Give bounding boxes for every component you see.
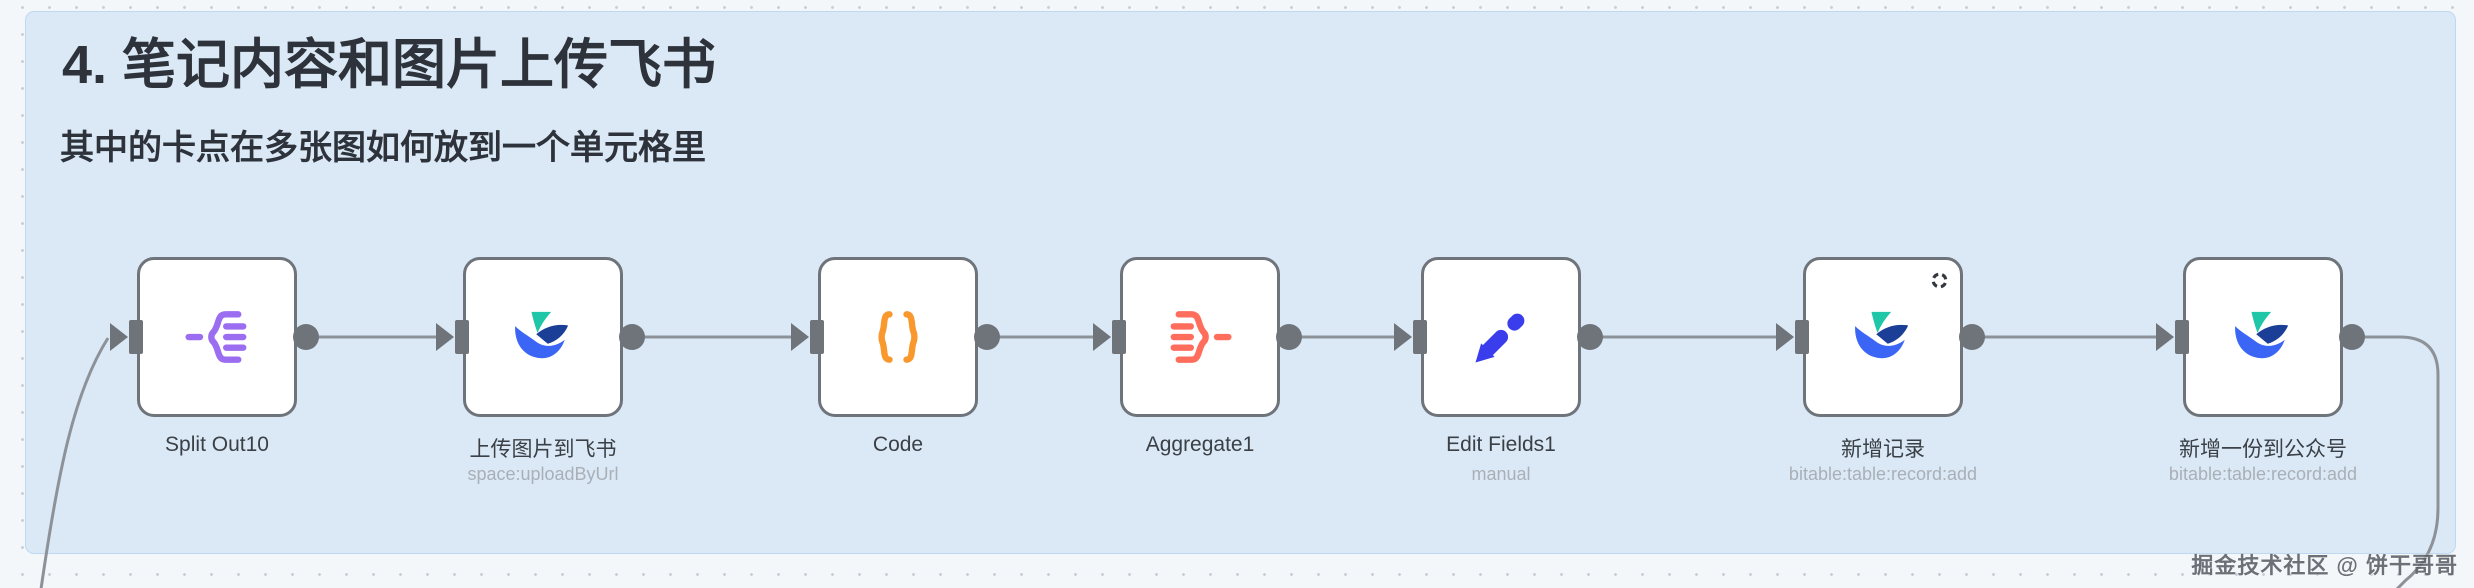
node-sublabel: manual — [1471, 464, 1531, 484]
code-braces-icon — [878, 311, 918, 363]
node-sublabel: space:uploadByUrl — [467, 464, 619, 484]
node-add-copy-to-gzh[interactable]: 新增一份到公众号 bitable:table:record:add — [2169, 257, 2357, 487]
node-box[interactable] — [137, 257, 297, 417]
node-box[interactable] — [463, 257, 623, 417]
node-box[interactable] — [1120, 257, 1280, 417]
node-split-out10[interactable]: Split Out10 — [137, 257, 297, 487]
lark-icon — [1855, 311, 1909, 359]
note-subtitle: 其中的卡点在多张图如何放到一个单元格里 — [60, 129, 706, 167]
node-label: 新增记录 — [1841, 438, 1925, 461]
node-label: Aggregate1 — [1145, 433, 1255, 456]
pencil-icon — [1475, 313, 1525, 363]
watermark: 掘金技术社区 @ 饼干哥哥 — [2191, 553, 2458, 578]
node-sublabel: bitable:table:record:add — [1788, 464, 1978, 484]
node-label: Code — [872, 433, 924, 456]
split-out-icon — [185, 311, 247, 363]
lark-icon — [2235, 311, 2289, 359]
node-box[interactable] — [1421, 257, 1581, 417]
lark-icon — [515, 311, 569, 359]
node-add-record[interactable]: 新增记录 bitable:table:record:add — [1789, 257, 1977, 487]
node-box[interactable] — [818, 257, 978, 417]
node-code[interactable]: Code — [818, 257, 978, 487]
node-box[interactable] — [1803, 257, 1963, 417]
note-title: 4. 笔记内容和图片上传飞书 — [62, 35, 717, 95]
node-edit-fields1[interactable]: Edit Fields1 manual — [1421, 257, 1581, 487]
node-label: Split Out10 — [165, 433, 269, 456]
aggregate-icon — [1170, 311, 1232, 363]
node-upload-image-feishu[interactable]: 上传图片到飞书 space:uploadByUrl — [463, 257, 623, 487]
node-label: Edit Fields1 — [1446, 433, 1556, 456]
dashed-loop-icon — [1931, 272, 1948, 289]
node-box[interactable] — [2183, 257, 2343, 417]
node-label: 新增一份到公众号 — [2179, 438, 2347, 461]
node-label: 上传图片到飞书 — [469, 438, 617, 461]
node-aggregate1[interactable]: Aggregate1 — [1120, 257, 1280, 487]
node-sublabel: bitable:table:record:add — [2168, 464, 2358, 484]
